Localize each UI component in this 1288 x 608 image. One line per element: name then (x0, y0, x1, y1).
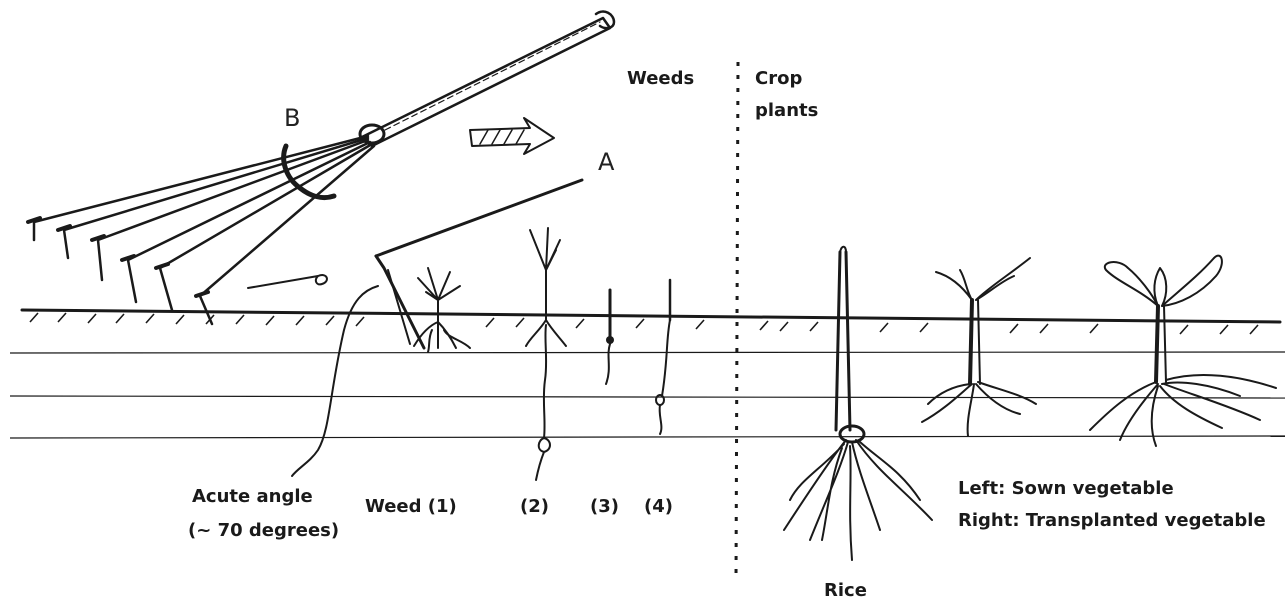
weed-3-label: (3) (590, 496, 619, 517)
acute-angle-label-line2: (~ 70 degrees) (188, 520, 339, 541)
direction-arrow (470, 118, 554, 154)
rake-tool-b (28, 12, 614, 324)
acute-angle-label-line1: Acute angle (192, 486, 313, 507)
hoe-tool-a (376, 180, 582, 348)
crop-plants-label-line2: plants (755, 100, 818, 121)
weed-crop-divider (736, 62, 738, 580)
sown-vegetable-drawing (922, 258, 1036, 436)
weed-3-drawing (606, 290, 614, 384)
weed-1-drawing (414, 268, 470, 352)
weed-4-label: (4) (644, 496, 673, 517)
weed-4-drawing (656, 280, 670, 434)
weed-1-label: Weed (1) (365, 496, 457, 517)
rice-plant-drawing (784, 247, 932, 560)
tool-b-label: B (284, 104, 300, 132)
weeds-label: Weeds (627, 68, 694, 89)
weed-2-drawing (526, 228, 566, 480)
transplanted-vegetable-label: Right: Transplanted vegetable (958, 510, 1266, 531)
weed-2-label: (2) (520, 496, 549, 517)
crop-plants-label-line1: Crop (755, 68, 802, 89)
sown-vegetable-label: Left: Sown vegetable (958, 478, 1174, 499)
tool-a-label: A (598, 148, 614, 176)
rice-label: Rice (824, 580, 867, 601)
transplanted-vegetable-drawing (1090, 256, 1276, 446)
hoe-motion-arrow (248, 275, 327, 288)
